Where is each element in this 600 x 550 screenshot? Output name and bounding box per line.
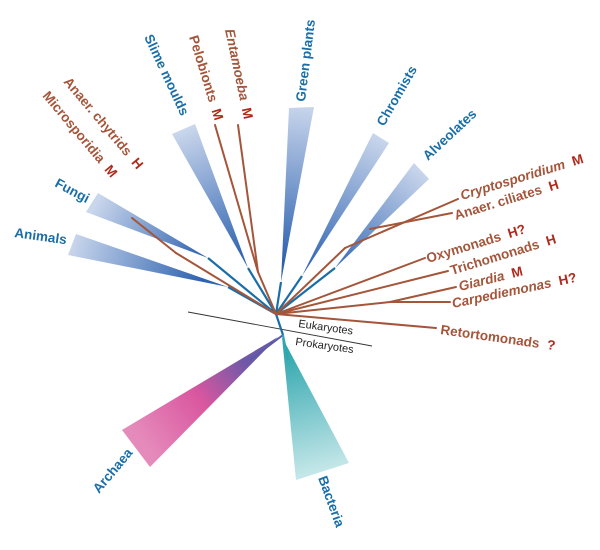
green-plants-wedge xyxy=(281,107,314,282)
pelobionts-tag: M xyxy=(209,107,227,122)
slime-moulds-label: Slime moulds xyxy=(141,32,192,118)
retortomonads-name: Retortomonads xyxy=(440,322,541,351)
alveolate-sub-stem xyxy=(275,247,346,315)
entamoeba-name: Entamoeba xyxy=(222,28,252,103)
retortomonads-tag: ? xyxy=(546,337,556,353)
pelobionts-branch xyxy=(214,124,259,273)
chromists-branch xyxy=(275,275,303,315)
cryptosporidium-tag: M xyxy=(570,151,585,169)
archaea-branch xyxy=(249,334,284,361)
entamoeba-tag: M xyxy=(239,106,256,120)
anaer-chytrids-branch xyxy=(175,252,277,315)
archaea-wedge xyxy=(122,337,278,467)
bacteria-label: Bacteria xyxy=(315,474,347,530)
green-plants-label: Green plants xyxy=(293,19,318,103)
pelobionts-name: Pelobionts xyxy=(186,33,221,103)
alveolates-label: Alveolates xyxy=(420,106,480,163)
animals-wedge xyxy=(68,234,228,287)
oxymonads-branch xyxy=(275,257,426,315)
brown-branches xyxy=(131,124,459,329)
entamoeba-label: Entamoeba M xyxy=(222,28,256,121)
giardia-carpediemonas-stem xyxy=(275,301,391,315)
anaer-ciliates-tag: H xyxy=(547,177,561,194)
chromists-wedge xyxy=(302,133,389,276)
anaer-chytrids-tag: H xyxy=(128,155,146,172)
trichomonads-tag: H xyxy=(544,231,558,248)
retortomonads-label: Retortomonads ? xyxy=(440,322,557,353)
bacteria-branch xyxy=(282,334,289,361)
alveolates-branch xyxy=(275,267,336,315)
microsporidia-branch xyxy=(131,217,177,254)
archaea-label: Archaea xyxy=(90,445,136,496)
anaer-ciliates-branch xyxy=(369,212,453,230)
oxymonads-tag: H? xyxy=(506,221,528,241)
fungi-wedge xyxy=(86,193,208,258)
bacteria-wedge xyxy=(282,337,349,480)
giardia-branch xyxy=(389,286,457,303)
carpediemonas-tag: H? xyxy=(557,270,578,288)
trichomonads-branch xyxy=(275,270,449,315)
green-plants-branch xyxy=(274,281,283,315)
chromists-label: Chromists xyxy=(374,63,420,128)
alveolates-wedge xyxy=(335,163,429,268)
pelobionts-entamoeba-stem xyxy=(257,271,277,315)
retortomonads-branch xyxy=(275,313,437,329)
microsporidia-tag: M xyxy=(102,162,121,180)
root-branch xyxy=(274,313,285,336)
fungi-branch xyxy=(207,257,277,315)
slime-moulds-branch xyxy=(247,267,277,315)
entamoeba-branch xyxy=(237,124,259,273)
pelobionts-label: Pelobionts M xyxy=(186,33,226,122)
fungi-label: Fungi xyxy=(53,175,92,205)
giardia-tag: M xyxy=(510,263,525,280)
animals-label: Animals xyxy=(14,225,68,247)
slime-moulds-wedge xyxy=(172,124,248,268)
prokaryotes-label: Prokaryotes xyxy=(295,336,355,356)
